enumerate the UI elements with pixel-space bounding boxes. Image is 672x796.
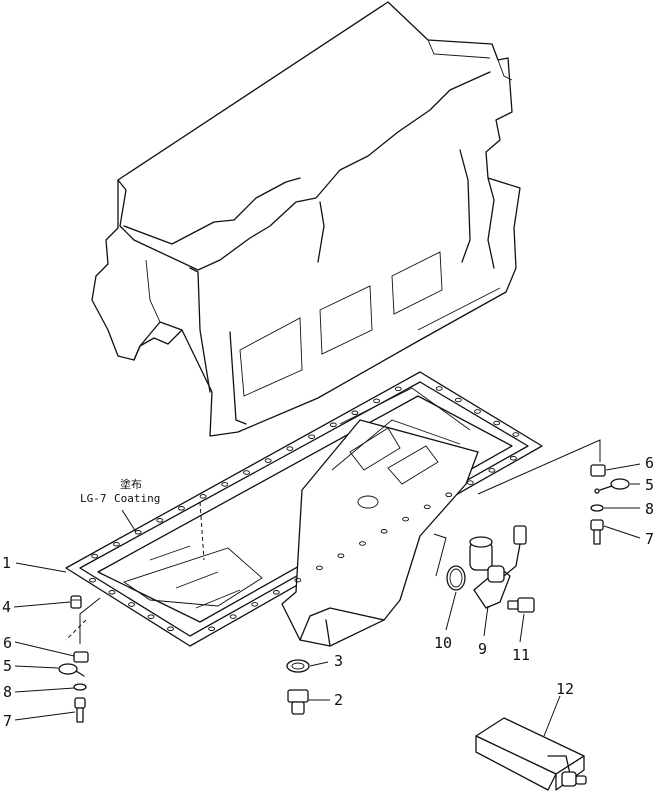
bolt-4	[70, 595, 82, 609]
flange-bolt-hole	[380, 529, 388, 534]
leader-left-stack	[79, 597, 101, 644]
gasket-3	[286, 659, 310, 673]
callout-5-left: 5	[3, 657, 12, 675]
callout-9: 9	[478, 640, 487, 658]
flange-bolt-hole	[454, 397, 462, 403]
flange-bolt-hole	[509, 455, 517, 461]
flange-bolt-hole	[359, 541, 366, 546]
flange-bolt-hole	[329, 422, 337, 428]
callout-7-left: 7	[3, 712, 12, 730]
flange-bolt-hole	[229, 614, 237, 619]
flange-bolt-hole	[251, 602, 259, 607]
flange-bolt-hole	[199, 494, 207, 499]
oil-level-switch-9	[469, 525, 527, 609]
bolt-7-left	[74, 697, 86, 723]
callout-4: 4	[2, 598, 11, 616]
flange-bolt-hole	[89, 577, 96, 583]
flange-bolt-hole	[394, 386, 402, 392]
flange-bolt-hole	[512, 432, 520, 437]
washer-8-left	[73, 683, 87, 691]
flange-bolt-hole	[147, 614, 155, 619]
flange-bolt-hole	[488, 468, 496, 473]
flange-bolt-hole	[112, 541, 120, 547]
oil-pan	[65, 371, 543, 647]
coating-label: Coating	[114, 492, 160, 505]
flange-bolt-hole	[308, 434, 316, 439]
flange-bolt-hole	[272, 590, 280, 595]
flange-bolt-hole	[208, 626, 216, 632]
callout-1: 1	[2, 554, 11, 572]
flange-bolt-hole	[177, 506, 185, 511]
leader-filter	[433, 533, 447, 577]
callout-3: 3	[334, 652, 343, 670]
callout-2: 2	[334, 691, 343, 709]
part-12-tube	[475, 717, 587, 791]
leader-lines	[13, 463, 641, 737]
callout-12: 12	[556, 680, 574, 698]
flange-bolt-hole	[167, 626, 174, 632]
flange-bolt-hole	[351, 410, 359, 416]
callout-6-right: 6	[645, 454, 654, 472]
callout-10: 10	[434, 634, 452, 652]
flange-bolt-hole	[474, 409, 481, 414]
flange-bolt-hole	[423, 504, 431, 510]
flange-bolt-hole	[315, 565, 323, 571]
flange-bolt-hole	[373, 398, 381, 404]
flange-bolt-hole	[134, 529, 142, 535]
callout-7-right: 7	[645, 530, 654, 548]
flange-bolt-hole	[243, 470, 250, 475]
flange-bolt-hole	[156, 518, 164, 523]
flange-bolt-hole	[337, 553, 345, 558]
o-ring-10	[446, 565, 466, 591]
flange-bolt-hole	[128, 602, 135, 607]
coating-note: 塗布 LG-7 Coating	[80, 477, 160, 505]
ring-5-right	[594, 478, 630, 494]
coating-kanji: 塗布	[120, 477, 142, 491]
washer-8-right	[590, 504, 604, 512]
callout-5-right: 5	[645, 476, 654, 494]
nut-6-right	[590, 464, 606, 477]
flange-bolt-hole	[466, 480, 474, 485]
flange-bolt-hole	[493, 420, 501, 426]
flange-bolt-hole	[294, 577, 302, 583]
flange-bolt-hole	[108, 590, 116, 595]
flange-bolt-hole	[286, 446, 294, 451]
leader-right-stack	[477, 439, 601, 495]
engine-block	[91, 1, 521, 437]
flange-bolt-hole	[435, 386, 443, 391]
callout-11: 11	[512, 646, 530, 664]
ring-5-left	[58, 663, 85, 677]
nut-6-left	[73, 651, 89, 663]
flange-bolt-hole	[91, 553, 99, 559]
callout-numbers: 1 4 6 5 8 7 3 2 10 9 11 12 6 5 8 7	[2, 454, 654, 730]
flange-bolt-hole	[402, 516, 410, 522]
flange-bolt-hole	[264, 458, 272, 463]
coating-code: LG-7	[80, 492, 107, 505]
flange-bolt-hole	[221, 482, 229, 487]
drain-plug-2	[287, 689, 309, 715]
callout-6-left: 6	[3, 634, 12, 652]
bolt-7-right	[590, 519, 604, 545]
callout-8-left: 8	[3, 683, 12, 701]
callout-8-right: 8	[645, 500, 654, 518]
flange-bolt-hole	[445, 492, 453, 498]
fitting-11	[507, 597, 535, 613]
